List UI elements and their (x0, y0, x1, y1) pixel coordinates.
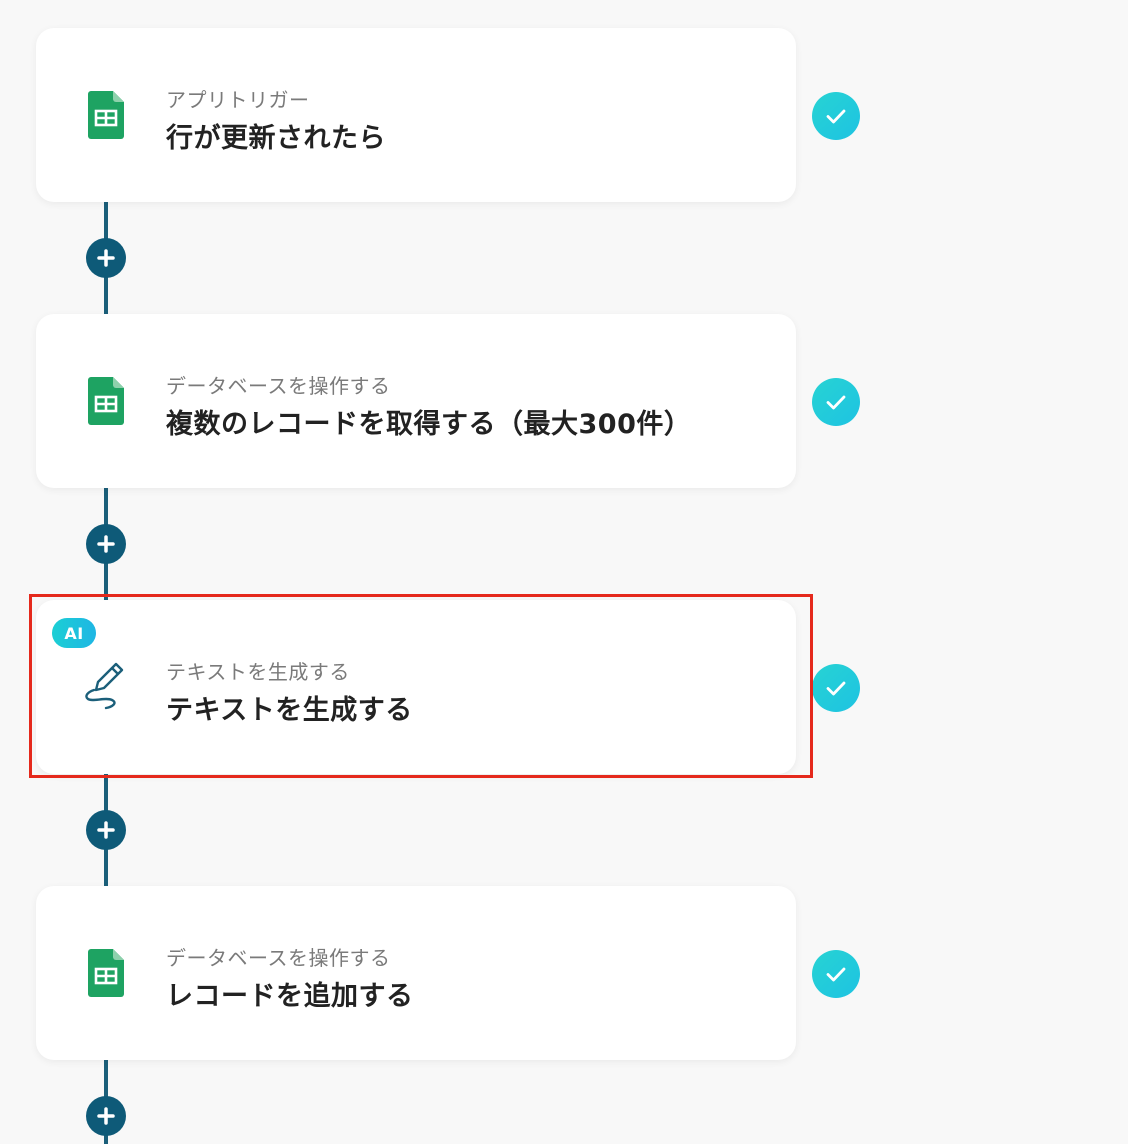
step-status-check (812, 92, 860, 140)
step-category: データベースを操作する (166, 374, 391, 398)
google-sheets-icon (88, 91, 124, 139)
step-title: 行が更新されたら (166, 123, 386, 154)
check-icon (826, 681, 846, 696)
step-category: データベースを操作する (166, 946, 391, 970)
check-icon (826, 109, 846, 124)
step-card-trigger[interactable]: アプリトリガー 行が更新されたら (36, 28, 796, 202)
step-status-check (812, 664, 860, 712)
add-step-button[interactable] (86, 1096, 126, 1136)
step-category: アプリトリガー (166, 88, 310, 112)
plus-icon (97, 249, 115, 267)
add-step-button[interactable] (86, 238, 126, 278)
add-step-button[interactable] (86, 810, 126, 850)
google-sheets-icon (88, 377, 124, 425)
step-title: テキストを生成する (166, 695, 413, 726)
pen-icon (85, 662, 124, 710)
check-icon (826, 395, 846, 410)
add-step-button[interactable] (86, 524, 126, 564)
step-card-generate-text[interactable]: AI テキストを生成する テキストを生成する (36, 600, 796, 774)
step-title: 複数のレコードを取得する（最大300件） (166, 409, 692, 440)
step-status-check (812, 950, 860, 998)
step-title: レコードを追加する (166, 981, 414, 1012)
step-status-check (812, 378, 860, 426)
google-sheets-icon (88, 949, 124, 997)
ai-badge: AI (52, 618, 96, 648)
step-category: テキストを生成する (166, 660, 350, 684)
step-card-get-records[interactable]: データベースを操作する 複数のレコードを取得する（最大300件） (36, 314, 796, 488)
plus-icon (97, 535, 115, 553)
check-icon (826, 967, 846, 982)
plus-icon (97, 821, 115, 839)
plus-icon (97, 1107, 115, 1125)
step-card-add-record[interactable]: データベースを操作する レコードを追加する (36, 886, 796, 1060)
